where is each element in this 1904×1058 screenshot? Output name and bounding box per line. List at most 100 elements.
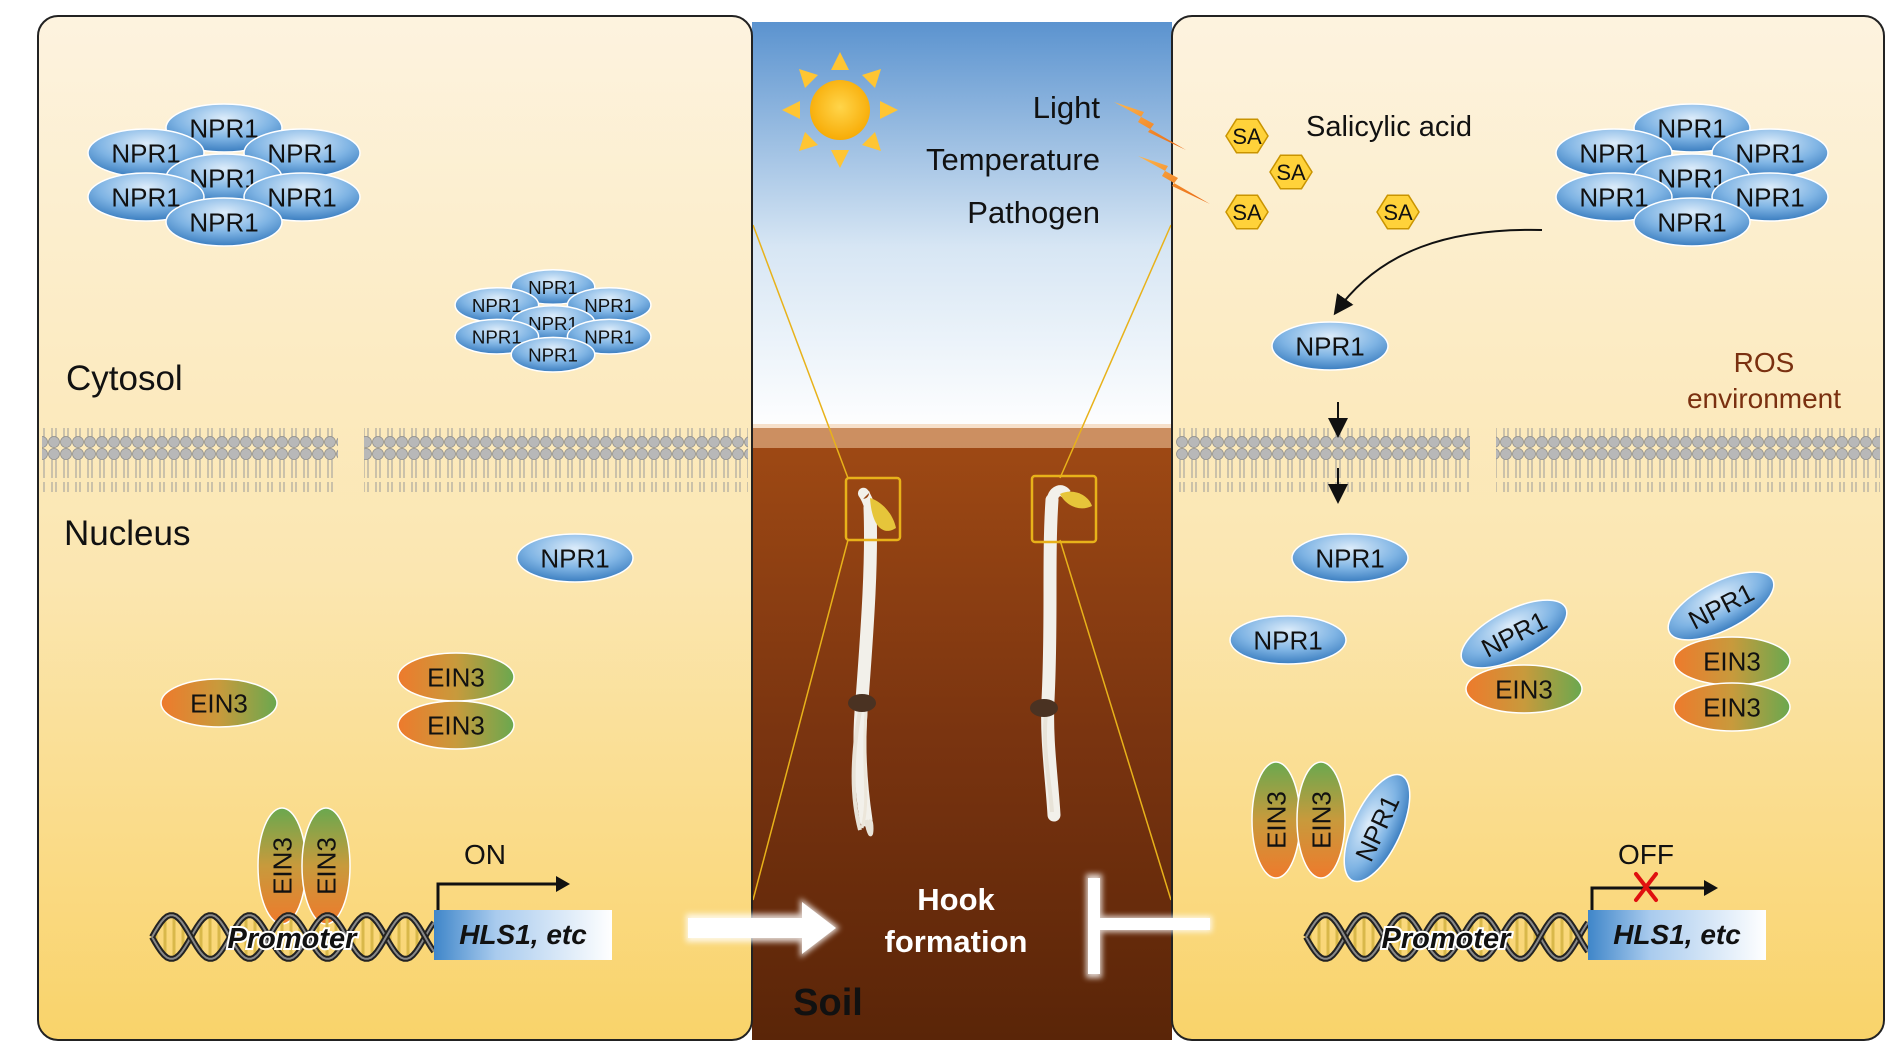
blocked-x-icon [1634, 872, 1658, 902]
soil-label: Soil [793, 982, 863, 1024]
left-npr1-oligomer-small-npr1-0-label: NPR1 [528, 277, 578, 298]
left-npr1-oligomer-large-npr1-1-label: NPR1 [111, 138, 180, 168]
on-arrow [436, 882, 556, 915]
transport-arrow-curved [1333, 228, 1543, 316]
sa-molecule-4-label: SA [1383, 200, 1413, 225]
membrane-left-1 [42, 428, 338, 492]
seedling-left [844, 476, 902, 837]
left-gene-box-label: HLS1, etc [459, 919, 587, 950]
off-label: OFF [1618, 839, 1674, 870]
right-npr1-monomer-cytosol: NPR1 [1271, 321, 1389, 371]
center-panel: Light Temperature Pathogen [752, 22, 1172, 1040]
left-npr1-oligomer-small-npr1-6-label: NPR1 [528, 344, 578, 365]
right-gene-box: HLS1, etc [1588, 910, 1766, 960]
left-promoter-ein3-1-label: EIN3 [267, 837, 297, 895]
hook-formation-line1: Hook [917, 882, 995, 917]
right-npr1-monomer-nucleus-1-label: NPR1 [1315, 543, 1384, 573]
right-panel: Salicylic acid ROS environment OFF [1171, 15, 1885, 1041]
right-panel-frame [1171, 15, 1885, 1041]
right-npr1-monomer-nucleus-1: NPR1 [1291, 533, 1409, 583]
sa-molecule-3: SA [1225, 194, 1269, 230]
right-npr1-monomer-cytosol-label: NPR1 [1295, 331, 1364, 361]
left-npr1-oligomer-small-npr1-6: NPR1 [510, 336, 596, 373]
left-npr1-monomer-nucleus: NPR1 [516, 533, 634, 583]
left-ein3-monomer: EIN3 [160, 678, 278, 728]
right-promoter-label: Promoter [1382, 923, 1513, 955]
right-gene-box-label: HLS1, etc [1613, 919, 1741, 950]
seedling-right [1030, 474, 1098, 822]
left-npr1-monomer-nucleus-label: NPR1 [540, 543, 609, 573]
right-npr1-oligomer-npr1-4-label: NPR1 [1579, 182, 1648, 212]
right-complex2-ein3-top-label: EIN3 [1703, 646, 1761, 676]
left-npr1-oligomer-small-npr1-5: NPR1 [566, 318, 652, 355]
stimulus-pathogen: Pathogen [967, 195, 1100, 230]
ros-label-line2: environment [1687, 383, 1841, 414]
left-promoter-ein3-2-label: EIN3 [311, 837, 341, 895]
left-dna-helix [149, 912, 437, 962]
right-npr1-oligomer-npr1-2: NPR1 [1711, 128, 1829, 178]
hook-zoom-box-left [844, 476, 902, 542]
left-npr1-oligomer-large-npr1-6-label: NPR1 [189, 207, 258, 237]
left-npr1-oligomer-large-npr1-6: NPR1 [165, 197, 283, 247]
left-npr1-oligomer-small-npr1-2-label: NPR1 [584, 295, 634, 316]
right-promoter-ein3-1-label: EIN3 [1261, 791, 1291, 849]
left-ein3-monomer-label: EIN3 [190, 688, 248, 718]
ros-label-line1: ROS [1734, 347, 1795, 378]
right-npr1-oligomer-npr1-1-label: NPR1 [1579, 138, 1648, 168]
hook-formation-line2: formation [885, 924, 1028, 959]
right-npr1-monomer-nucleus-2: NPR1 [1229, 615, 1347, 665]
sa-molecule-2-label: SA [1276, 160, 1306, 185]
right-npr1-oligomer-npr1-6-label: NPR1 [1657, 207, 1726, 237]
cytosol-label: Cytosol [66, 359, 183, 398]
sa-molecule-1-label: SA [1232, 124, 1262, 149]
stimulus-temperature: Temperature [926, 142, 1100, 177]
promote-arrow [686, 898, 840, 958]
sky [752, 22, 1172, 432]
left-npr1-oligomer-large-npr1-0-label: NPR1 [189, 113, 258, 143]
sa-molecule-3-label: SA [1232, 200, 1262, 225]
membrane-left-2 [364, 428, 748, 492]
left-promoter-ein3-1: EIN3 [257, 807, 307, 925]
inhibit-bar [1086, 874, 1212, 978]
left-gene-box: HLS1, etc [434, 910, 612, 960]
right-promoter-ein3-2-label: EIN3 [1306, 791, 1336, 849]
right-complex1-ein3: EIN3 [1465, 664, 1583, 714]
right-complex1-ein3-label: EIN3 [1495, 674, 1553, 704]
zoom-lines [752, 224, 1172, 901]
sun-icon [782, 52, 898, 168]
left-ein3-dimer-top-label: EIN3 [427, 662, 485, 692]
left-ein3-dimer-bottom-label: EIN3 [427, 710, 485, 740]
salicylic-acid-label: Salicylic acid [1306, 111, 1472, 143]
soil-surface [752, 424, 1172, 448]
membrane-right-2 [1496, 428, 1880, 492]
lightning-icon-1 [1114, 102, 1186, 150]
left-ein3-dimer-bottom: EIN3 [397, 700, 515, 750]
right-npr1-oligomer-npr1-6: NPR1 [1633, 197, 1751, 247]
sa-molecule-2: SA [1269, 154, 1313, 190]
on-label: ON [464, 839, 506, 870]
hook-zoom-box-right [1030, 474, 1098, 544]
left-npr1-oligomer-small-npr1-3-label: NPR1 [528, 313, 578, 334]
left-promoter-ein3-2: EIN3 [301, 807, 351, 925]
right-npr1-oligomer-npr1-5-label: NPR1 [1735, 182, 1804, 212]
lightning-icon-2 [1138, 156, 1210, 204]
left-promoter-label: Promoter [228, 923, 359, 955]
right-complex2-ein3-bottom-label: EIN3 [1703, 692, 1761, 722]
right-complex2-ein3-bottom: EIN3 [1673, 682, 1791, 732]
left-npr1-oligomer-large-npr1-2-label: NPR1 [267, 138, 336, 168]
left-npr1-oligomer-small-npr1-2: NPR1 [566, 286, 652, 324]
membrane-right-1 [1176, 428, 1470, 492]
sa-molecule-1: SA [1225, 118, 1269, 154]
left-npr1-oligomer-large-npr1-4-label: NPR1 [111, 182, 180, 212]
left-ein3-dimer-top: EIN3 [397, 652, 515, 702]
right-complex2-ein3-top: EIN3 [1673, 636, 1791, 686]
sa-molecule-4: SA [1376, 194, 1420, 230]
stimulus-light: Light [1033, 90, 1101, 125]
left-npr1-oligomer-small-npr1-5-label: NPR1 [584, 326, 634, 347]
left-npr1-oligomer-small-npr1-4-label: NPR1 [472, 326, 522, 347]
right-npr1-monomer-nucleus-2-label: NPR1 [1253, 625, 1322, 655]
right-promoter-ein3-2: EIN3 [1296, 761, 1346, 879]
right-npr1-oligomer-npr1-2-label: NPR1 [1735, 138, 1804, 168]
